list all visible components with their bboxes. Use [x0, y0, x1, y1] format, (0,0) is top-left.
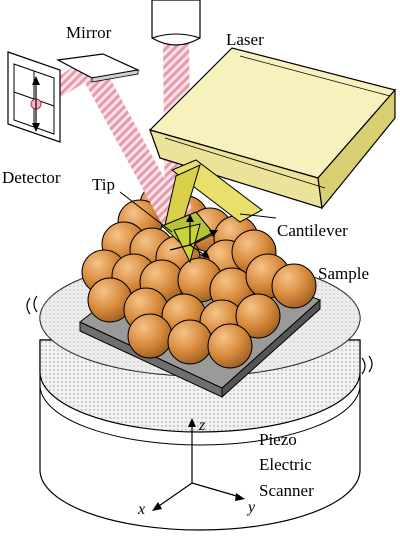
sample-sphere: [235, 293, 281, 339]
scanner-label-line1: Piezo: [259, 430, 297, 449]
y-axis-label: y: [246, 499, 256, 516]
x-axis-label: x: [137, 501, 145, 518]
sample-sphere: [207, 323, 253, 369]
scanner-label-line2: Electric: [259, 455, 312, 474]
laser-source: [151, 0, 201, 46]
sample-sphere: [271, 263, 317, 309]
detector: [7, 51, 61, 143]
scanner-label-line3: Scanner: [259, 481, 314, 500]
tip: [169, 214, 218, 264]
cantilever-holder: [148, 47, 397, 210]
laser-label: Laser: [226, 30, 264, 49]
sample-sphere: [127, 313, 173, 359]
tip-leader: [119, 191, 173, 233]
mirror-label: Mirror: [66, 23, 112, 42]
detector-label: Detector: [2, 168, 61, 187]
mirror: [56, 53, 141, 83]
coordinate-axes: [152, 418, 245, 511]
sample-sphere: [167, 319, 213, 365]
cantilever-leader: [239, 213, 277, 219]
cantilever-label: Cantilever: [277, 221, 348, 240]
tip-label: Tip: [92, 175, 115, 194]
z-axis-label: z: [198, 417, 206, 434]
sample-label: Sample: [318, 264, 369, 283]
